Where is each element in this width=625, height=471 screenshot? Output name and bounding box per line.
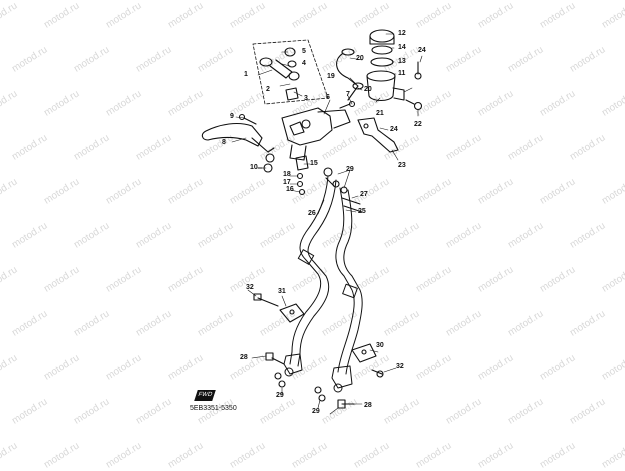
callout-29-right: 29	[312, 408, 320, 415]
union-bolt-left	[265, 352, 286, 388]
callout-28-right: 28	[364, 402, 372, 409]
callout-20-lower: 20	[364, 86, 372, 93]
callout-27: 27	[360, 191, 368, 198]
bolt-32-upper	[253, 293, 279, 307]
brake-lever	[201, 122, 275, 163]
callout-3: 3	[304, 95, 308, 102]
brake-hose-left	[283, 175, 337, 377]
master-cylinder-body	[281, 107, 351, 161]
callout-1: 1	[244, 71, 248, 78]
leader-lines	[231, 33, 423, 415]
callout-9: 9	[230, 113, 234, 120]
bolt-32-lower	[371, 369, 384, 378]
callout-32-lower: 32	[396, 363, 404, 370]
callout-22: 22	[414, 121, 422, 128]
callout-20-upper: 20	[356, 55, 364, 62]
callout-14: 14	[398, 44, 406, 51]
callout-11: 11	[398, 70, 406, 77]
callout-30: 30	[376, 342, 384, 349]
callout-25: 25	[358, 208, 366, 215]
hose-clamp-27	[341, 197, 363, 213]
callout-16: 16	[286, 186, 294, 193]
callout-19: 19	[327, 73, 335, 80]
lever-bolt	[238, 113, 257, 125]
brake-hose-right	[331, 187, 363, 393]
callout-13: 13	[398, 58, 406, 65]
callout-12: 12	[398, 30, 406, 37]
callout-23: 23	[398, 162, 406, 169]
reservoir	[366, 29, 405, 102]
master-cylinder-kit-box	[252, 39, 329, 105]
forward-direction-badge: FWD	[194, 390, 216, 401]
callout-24-upper: 24	[418, 47, 426, 54]
callout-28-left: 28	[240, 354, 248, 361]
callout-29-top: 29	[346, 166, 354, 173]
hose-guide-right	[351, 343, 377, 363]
callout-15: 15	[310, 160, 318, 167]
callout-29-left: 29	[276, 392, 284, 399]
callout-21: 21	[376, 110, 384, 117]
reservoir-bolts	[339, 61, 423, 111]
reservoir-hose	[336, 48, 364, 101]
callout-7: 7	[346, 91, 350, 98]
diagram-code: 5EB3351-5350	[190, 405, 237, 412]
reservoir-bracket	[357, 117, 399, 153]
callout-6: 6	[326, 94, 330, 101]
hose-guide-left	[279, 303, 305, 323]
piston-kit	[259, 47, 300, 101]
callout-8: 8	[222, 139, 226, 146]
callout-24-lower: 24	[390, 126, 398, 133]
callout-2: 2	[266, 86, 270, 93]
union-bolt-right	[314, 386, 355, 409]
callout-4: 4	[302, 60, 306, 67]
callout-32-upper: 32	[246, 284, 254, 291]
callout-31: 31	[278, 288, 286, 295]
callout-10: 10	[250, 164, 258, 171]
callout-5: 5	[302, 48, 306, 55]
callout-17: 17	[283, 179, 291, 186]
brake-switch	[295, 155, 309, 196]
callout-26: 26	[308, 210, 316, 217]
callout-18: 18	[283, 171, 291, 178]
